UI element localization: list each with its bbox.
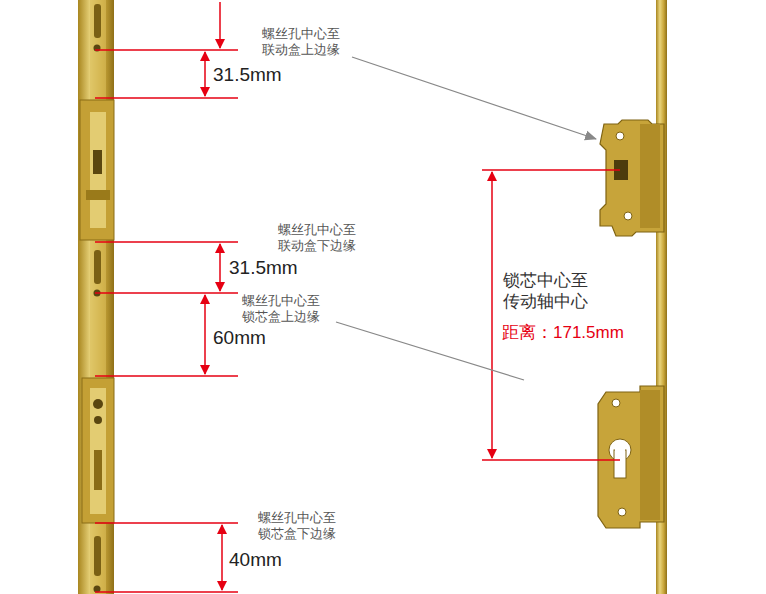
dimension-value: 距离：171.5mm	[502, 322, 624, 343]
dimension-note: 螺丝孔中心至 锁芯盒上边缘	[242, 293, 328, 326]
transmission-rod	[598, 0, 667, 594]
dimension-lines	[482, 170, 620, 460]
dimension-value: 31.5mm	[213, 63, 282, 87]
dimension-note: 螺丝孔中心至 联动盒上边缘	[262, 26, 348, 59]
dimension-value: 31.5mm	[229, 256, 298, 280]
dimension-note: 螺丝孔中心至 联动盒下边缘	[278, 222, 364, 255]
dimension-value: 60mm	[213, 326, 266, 350]
dimension-note: 螺丝孔中心至 锁芯盒下边缘	[258, 510, 344, 543]
dimension-value: 40mm	[229, 548, 282, 572]
dimension-lines	[95, 2, 238, 592]
dimension-note: 锁芯中心至 传动轴中心	[503, 270, 598, 313]
transmission-rod	[78, 0, 114, 594]
